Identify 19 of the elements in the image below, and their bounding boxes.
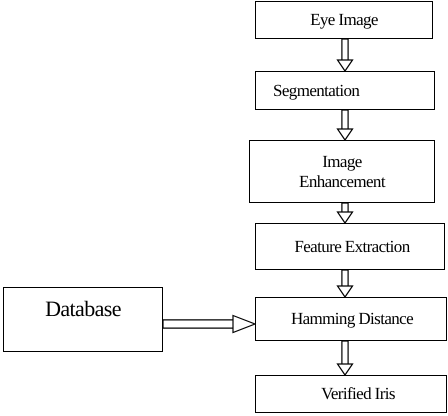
process-box <box>255 297 447 341</box>
block-arrow <box>336 39 354 72</box>
node-label: Database <box>45 296 121 322</box>
process-box <box>255 375 447 413</box>
block-arrow <box>336 110 354 141</box>
node-label: Verified Iris <box>321 384 395 404</box>
node-label: Hamming Distance <box>290 309 414 329</box>
process-box <box>249 140 435 203</box>
block-arrow <box>336 270 354 298</box>
node-label: Eye Image <box>310 10 378 30</box>
block-arrow <box>336 341 354 376</box>
process-box <box>255 71 435 110</box>
node-label: Image Enhancement <box>298 152 386 192</box>
process-box <box>255 223 445 270</box>
node-label: Segmentation <box>273 80 360 100</box>
node-label: Feature Extraction <box>294 236 410 256</box>
process-box <box>3 287 163 352</box>
block-arrow <box>336 203 354 224</box>
process-box <box>255 1 433 39</box>
